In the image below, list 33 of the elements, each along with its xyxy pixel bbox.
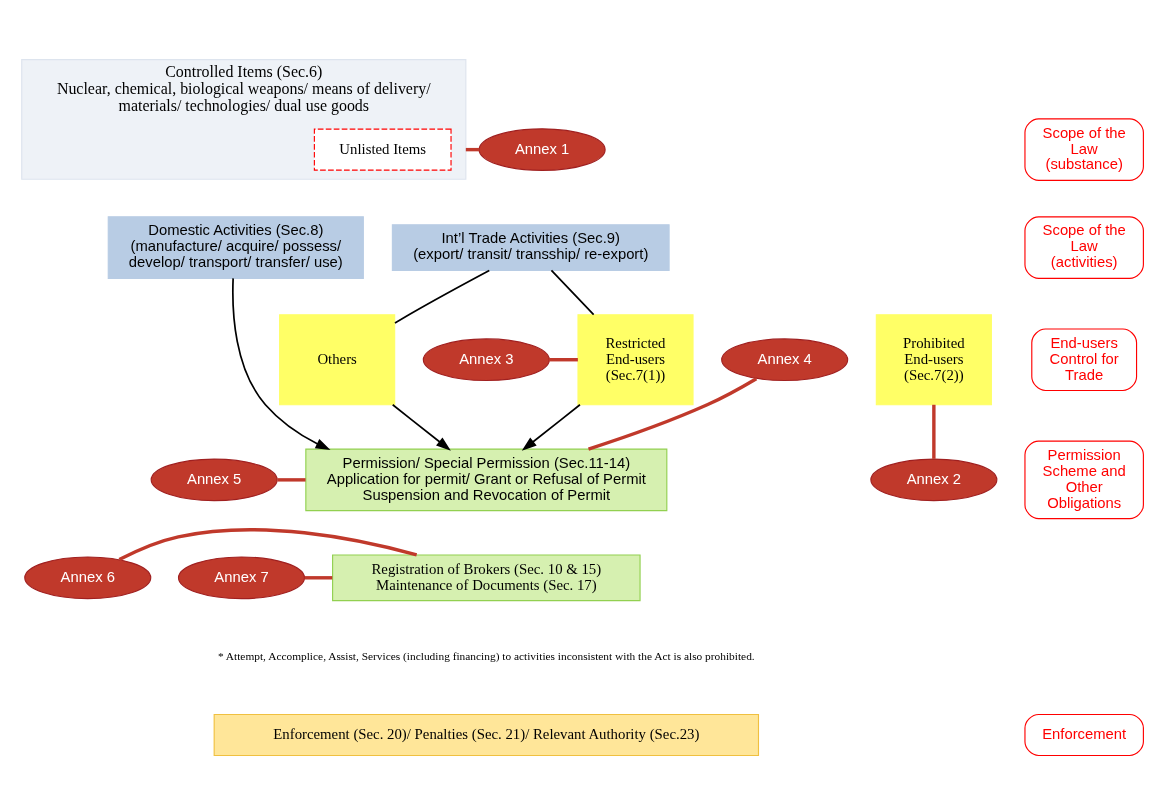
- node-box: Restricted End-users (Sec.7(1)): [577, 313, 694, 405]
- node-ellipse: Annex 2: [870, 458, 998, 501]
- label: Enforcement: [1042, 725, 1127, 742]
- node-ellipse: Annex 5: [150, 458, 278, 501]
- label: End-users Control for Trade: [1049, 334, 1119, 383]
- label: Scope of the Law (activities): [1042, 221, 1126, 270]
- node-box: Enforcement (Sec. 20)/ Penalties (Sec. 21)/ Relevant Authority (Sec.23): [213, 713, 760, 756]
- arrow: [521, 403, 581, 451]
- label: Scope of the Law (substance): [1042, 124, 1126, 172]
- connector: [587, 376, 758, 451]
- node-box: Registration of Brokers (Sec. 10 & 15) Maintenance of Documents (Sec. 17): [332, 553, 641, 601]
- node-ellipse: Annex 4: [721, 337, 849, 381]
- node-ellipse: Annex 3: [422, 337, 550, 381]
- node-ellipse: Annex 6: [24, 555, 152, 599]
- node-box: Unlisted Items: [313, 128, 452, 171]
- connector: [550, 269, 595, 315]
- arrow: [391, 403, 451, 451]
- node-box: Others: [279, 313, 396, 405]
- node-box: Permission/ Special Permission (Sec.11-14) Application for permit/ Grant or Refusal of Permit Suspension and Revocation of Permit: [305, 448, 668, 511]
- node-box: Int’l Trade Activities (Sec.9) (export/ transit/ transship/ re-export): [391, 223, 670, 271]
- connector: [304, 575, 333, 579]
- node-box: Prohibited End-users (Sec.7(2)): [875, 313, 992, 405]
- arrow: [232, 277, 331, 450]
- connector: [549, 357, 578, 361]
- node-box: Domestic Activities (Sec.8) (manufacture/ acquire/ possess/ develop/ transport/ transfer/ use): [107, 215, 364, 279]
- connector: [394, 269, 491, 324]
- node-ellipse: Annex 1: [478, 127, 606, 171]
- connector: [277, 477, 306, 482]
- connector: [932, 404, 936, 459]
- label: Permission Scheme and Other Obligations: [1042, 446, 1126, 511]
- connector: [118, 527, 418, 561]
- label: * Attempt, Accomplice, Assist, Services (including financing) to activities inconsistent with the Act is also prohibited.: [217, 649, 755, 662]
- node-ellipse: Annex 7: [177, 555, 306, 599]
